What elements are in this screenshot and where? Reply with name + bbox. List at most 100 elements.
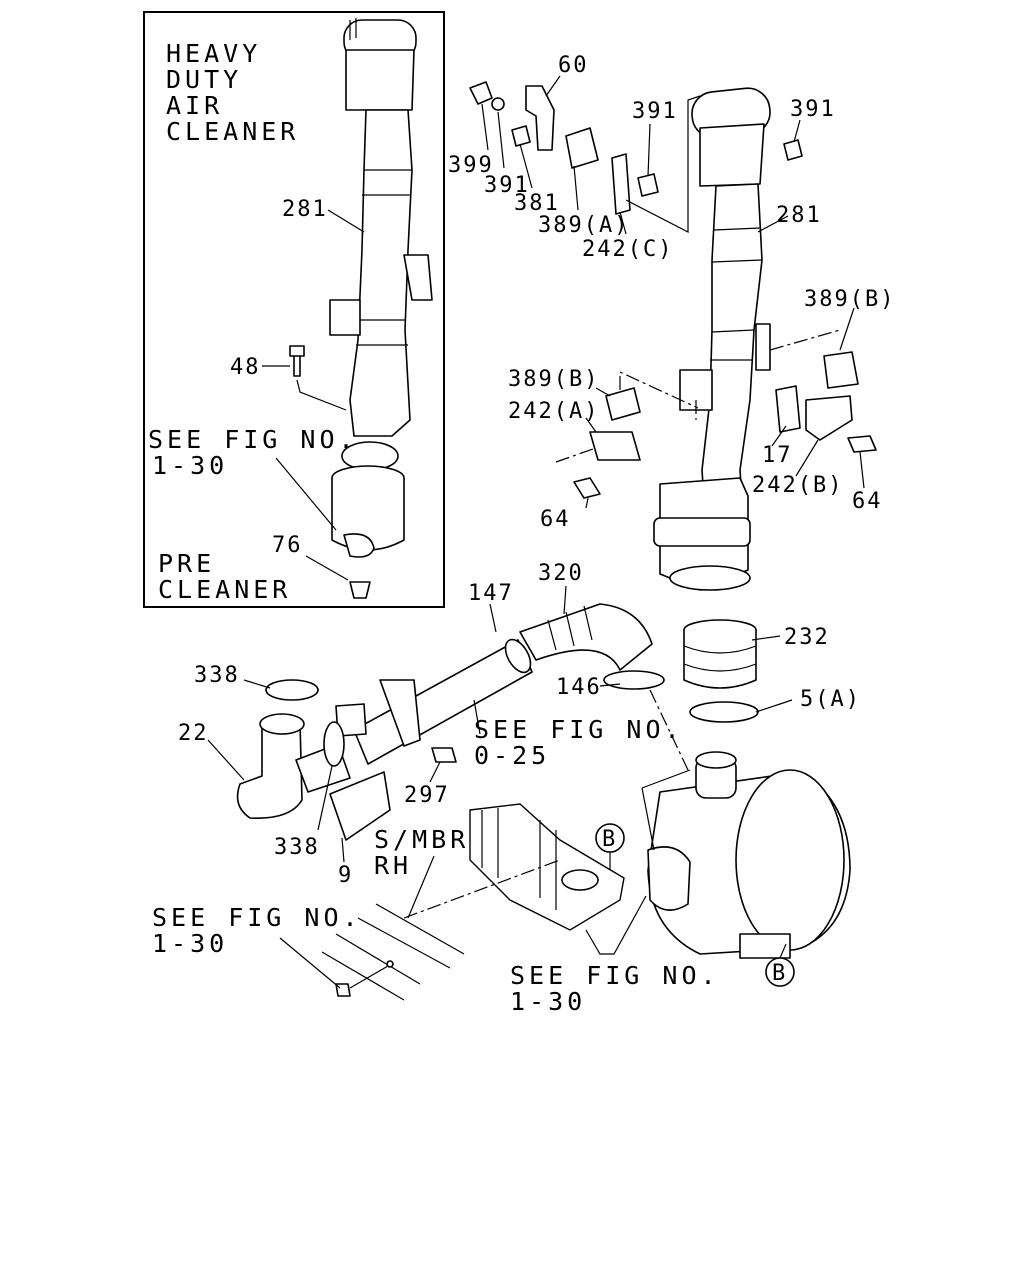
callout-242a: 242(A)	[508, 399, 599, 424]
air-cleaner-outlet	[669, 565, 751, 591]
callout-297: 297	[404, 783, 450, 808]
intake-ducting: 147 320 232 146 5(A) 338 22 297 338 9 SE…	[178, 561, 859, 888]
canister-foot	[739, 933, 791, 959]
leader-297	[429, 761, 441, 783]
elbow-22-mouth	[259, 713, 305, 735]
clamp-146	[603, 670, 665, 690]
inset-bolt-path	[296, 379, 347, 411]
inset-pipe-seams	[356, 169, 412, 346]
callout-64-left: 64	[540, 507, 571, 532]
leader-147	[489, 603, 497, 633]
rubber-mount-389b-right	[823, 351, 859, 389]
inset-callout-76: 76	[272, 533, 303, 558]
inset-see-fig-line-2: 1-30	[152, 451, 228, 480]
leader-5a	[755, 699, 793, 713]
elbow-hose-320	[519, 603, 653, 671]
leader-64-right	[859, 451, 865, 489]
callout-389a: 389(A)	[538, 213, 629, 238]
bracket-9	[329, 771, 391, 841]
inset-pre-cleaner-line-2: CLEANER	[158, 575, 291, 604]
bolt-line-left	[555, 447, 597, 463]
inset-callout-48: 48	[230, 355, 261, 380]
callout-242c: 242(C)	[582, 237, 673, 262]
bolt-64-left	[573, 477, 601, 499]
hose-232-body	[683, 630, 757, 689]
tube-bracket	[379, 679, 421, 747]
rubber-mount-389a	[565, 127, 599, 169]
elbow-22	[236, 721, 303, 819]
leader-smbr	[407, 855, 435, 919]
callout-391-top: 391	[632, 99, 678, 124]
callout-381: 381	[514, 191, 560, 216]
mounting-hardware-top: 60 399 391 381 389(A) 242(C) 391 391	[448, 53, 834, 262]
callout-338-bottom: 338	[274, 835, 320, 860]
inset-pre-cleaner-line-1: PRE	[158, 549, 215, 578]
callout-389b-left: 389(B)	[508, 367, 599, 392]
callout-22: 22	[178, 721, 209, 746]
nut-381	[511, 125, 531, 147]
air-cleaner-band	[653, 517, 751, 547]
pipe-bracket-left	[679, 369, 713, 411]
hose-232-ribs	[683, 645, 757, 672]
inset-see-fig-line-1: SEE FIG NO.	[148, 425, 358, 454]
leader-281	[757, 215, 789, 233]
inset-housing-outlet	[343, 533, 375, 558]
leader-399	[481, 103, 489, 151]
inset-leader-76	[305, 555, 349, 581]
callout-389b-right: 389(B)	[804, 287, 895, 312]
leader-see-fig-left	[279, 937, 341, 989]
callout-147: 147	[468, 581, 514, 606]
inset-bolt-48	[289, 345, 305, 377]
inset-title-line-3: AIR	[166, 91, 223, 120]
bracket-242b	[805, 395, 853, 441]
see-fig-025-line-1: SEE FIG NO.	[474, 715, 684, 744]
leader-391-right	[793, 119, 801, 143]
label-smbr-line-2: RH	[374, 851, 412, 880]
leader-22	[207, 739, 245, 781]
inset-leader-281	[327, 209, 365, 233]
canister-end-cap	[735, 769, 845, 951]
inset-cap-bracket	[349, 18, 357, 40]
callout-242b: 242(B)	[752, 473, 843, 498]
frame-nut-line	[349, 965, 389, 989]
leader-320	[563, 585, 567, 615]
leader-146	[599, 683, 621, 687]
callout-391-mid: 391	[484, 173, 530, 198]
leader-64-left	[585, 497, 589, 509]
leader-see-fig-bottom	[585, 895, 647, 955]
bolt-297	[431, 747, 457, 763]
pipe-seams	[710, 227, 763, 361]
callout-338-top: 338	[194, 663, 240, 688]
inset-callout-281: 281	[282, 197, 328, 222]
leader-389a	[573, 165, 579, 211]
frame-hole	[561, 869, 599, 891]
clamp-338-top	[265, 679, 319, 701]
callout-9: 9	[338, 863, 353, 888]
leader-17	[771, 425, 787, 447]
leader-381	[519, 143, 533, 189]
tube-flange	[504, 638, 532, 674]
label-smbr-line-1: S/MBR	[374, 825, 469, 854]
callout-146: 146	[556, 675, 602, 700]
inset-title-line-1: HEAVY	[166, 39, 261, 68]
leader-389b-right	[839, 307, 855, 351]
bracket-17	[775, 385, 801, 433]
inset-title-line-4: CLEANER	[166, 117, 299, 146]
frame-rails	[321, 903, 465, 1001]
bracket-242c	[611, 153, 631, 215]
callout-232: 232	[784, 625, 830, 650]
cap-nut-399	[469, 81, 493, 105]
callout-281: 281	[776, 203, 822, 228]
bracket-242a	[589, 431, 641, 461]
leader-60	[545, 75, 561, 97]
inset-heavy-duty-air-cleaner: HEAVY DUTY AIR CLEANER 281 48 SEE FIG NO…	[143, 11, 445, 608]
leader-see-fig-025	[473, 699, 481, 735]
inset-leader-see-fig	[275, 457, 337, 531]
leader-9	[341, 837, 345, 863]
lower-assembly: B B S/MBR RH SEE FIG NO. 1-30 SEE FIG NO…	[152, 751, 851, 1016]
pipe-bracket-right	[755, 323, 771, 371]
inset-pre-cleaner-cap	[349, 581, 371, 599]
frame-member-edges	[481, 808, 557, 910]
canister-duct	[641, 769, 691, 851]
hardware-mount-line	[625, 95, 701, 233]
